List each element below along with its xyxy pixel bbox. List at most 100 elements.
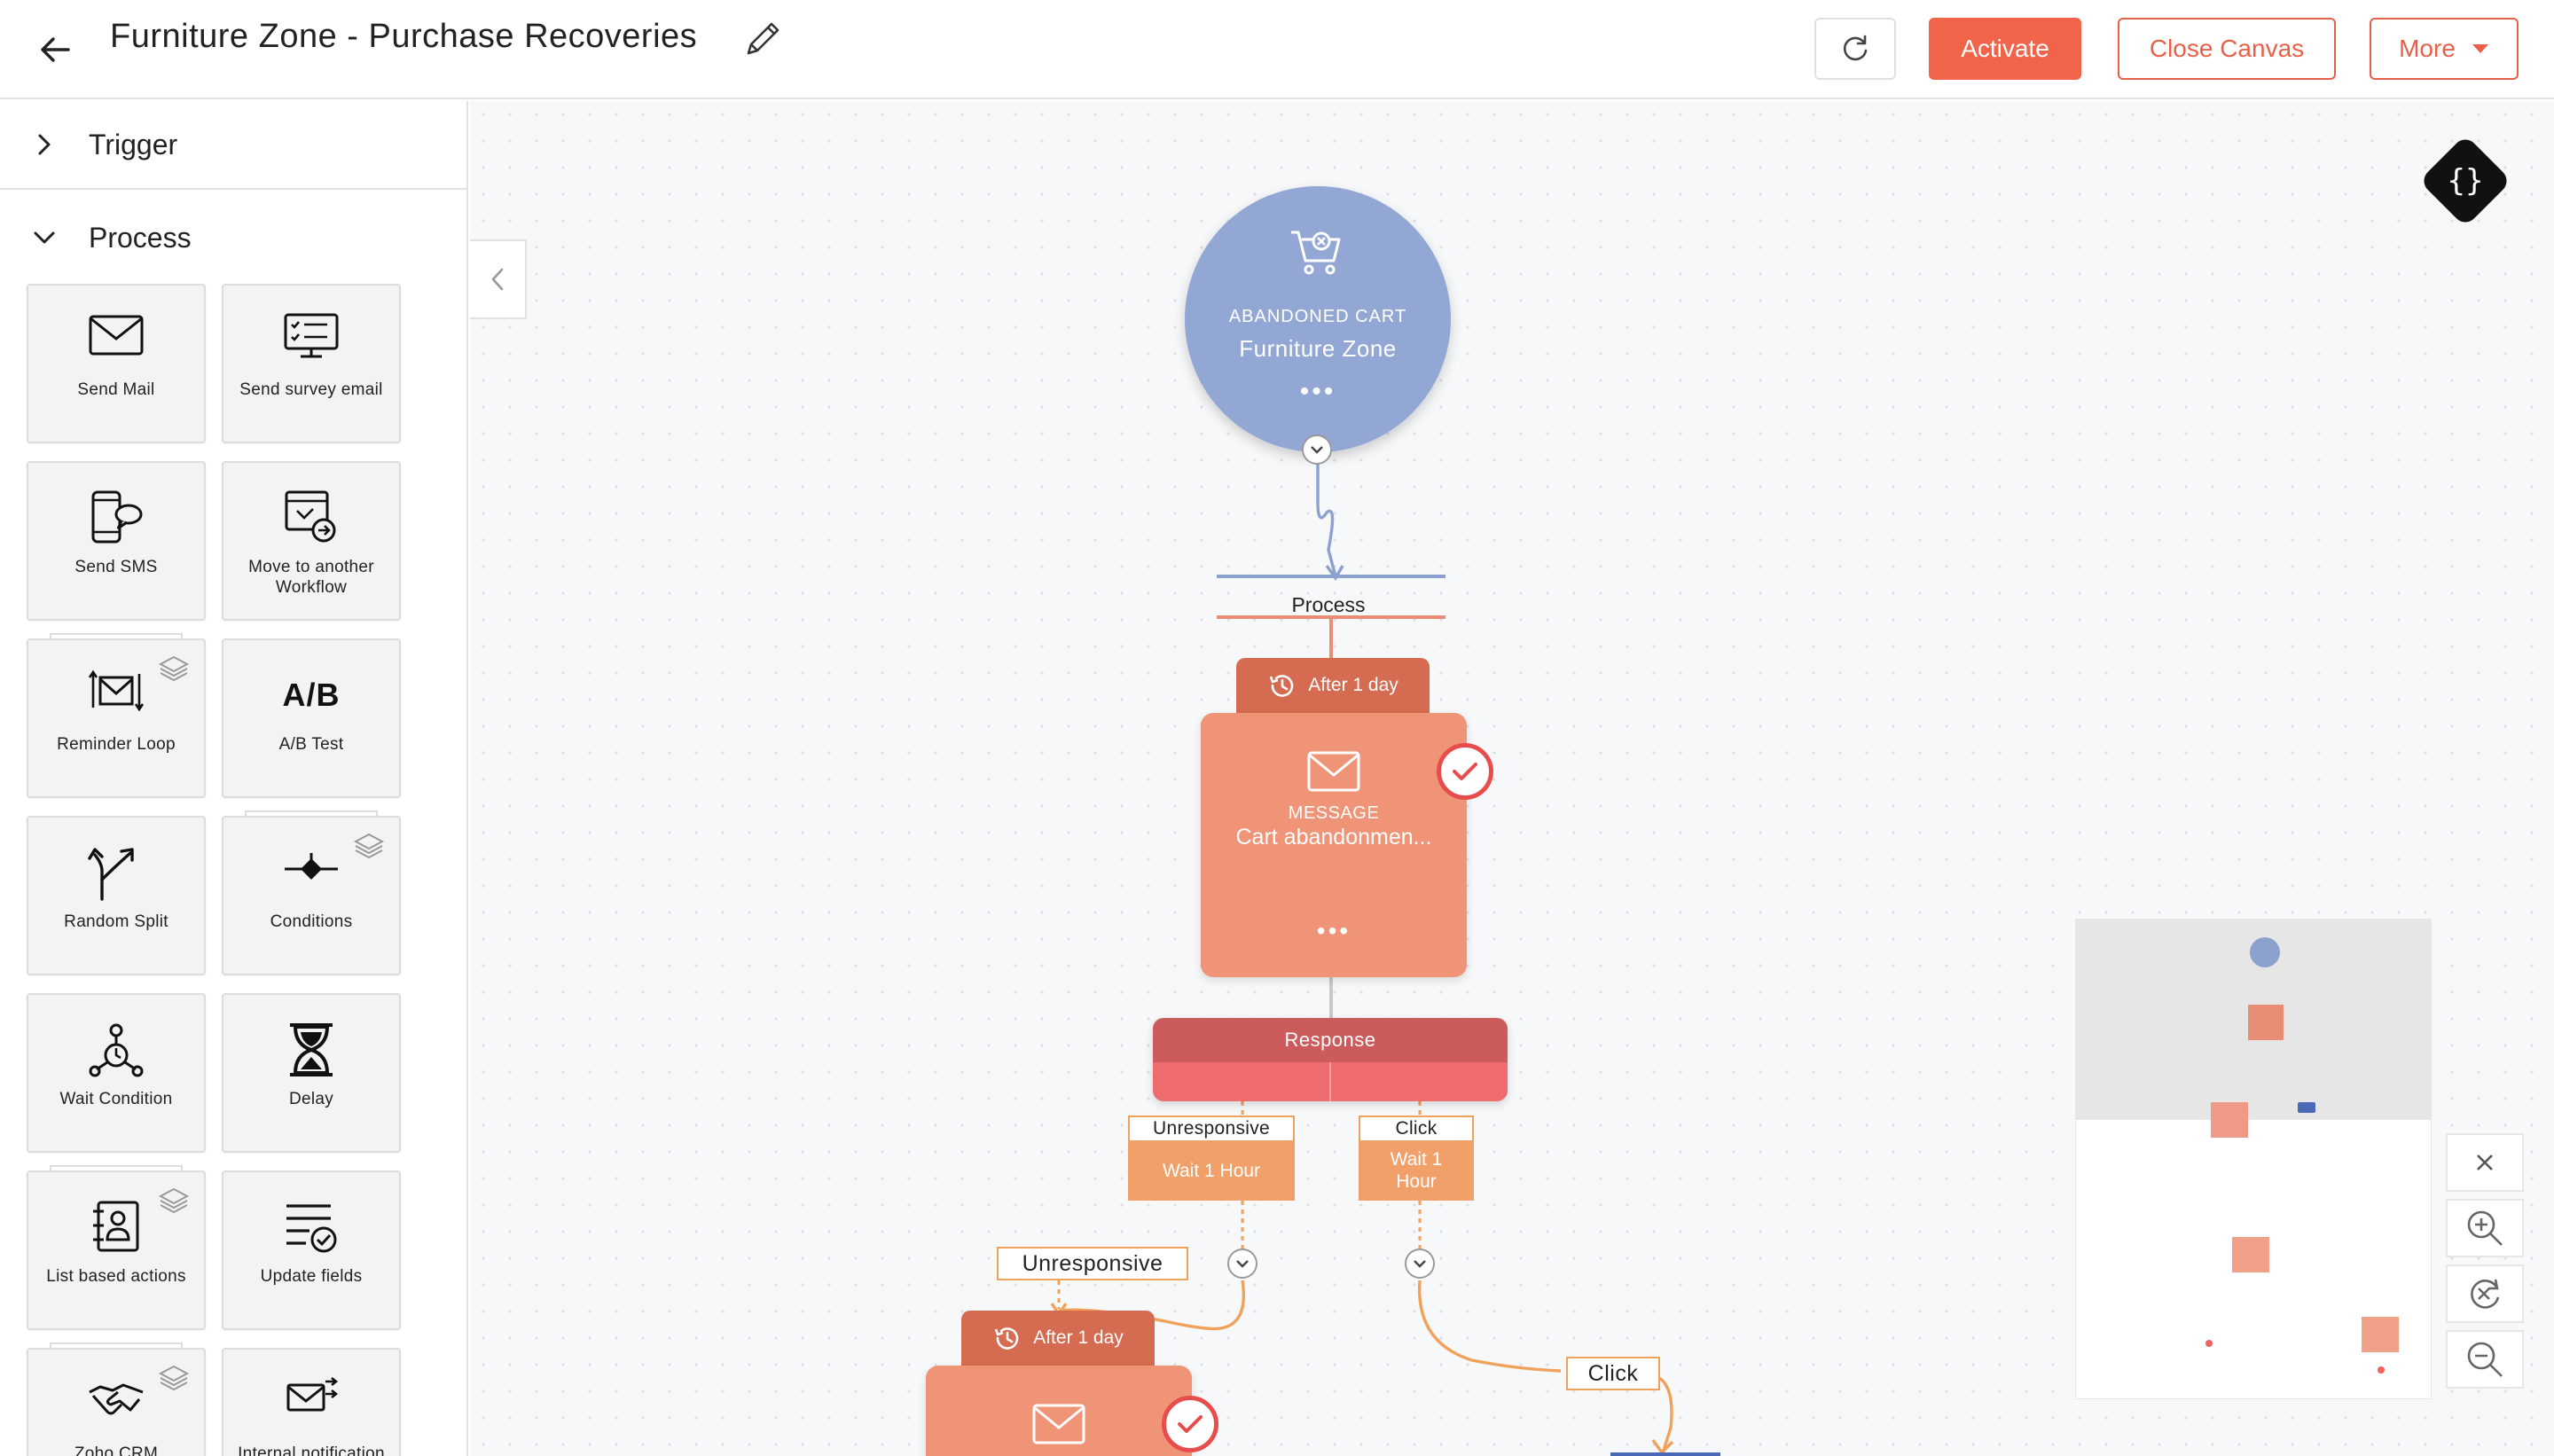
handshake-icon <box>89 1383 144 1415</box>
delay-tab-1[interactable]: After 1 day <box>1236 658 1430 713</box>
minimap-dot <box>2378 1366 2385 1374</box>
tile-label: Send SMS <box>74 558 158 576</box>
tile-label: Delay <box>288 1090 334 1108</box>
tile-update-fields[interactable]: Update fields <box>222 1170 401 1330</box>
process-label: Process <box>89 221 192 254</box>
tile-label: Move to another Workflow <box>248 558 374 597</box>
message-node-1[interactable]: MESSAGE Cart abandonmen... ••• <box>1201 713 1467 977</box>
reset-zoom-button[interactable] <box>2446 1264 2524 1323</box>
activate-button[interactable]: Activate <box>1929 18 2081 80</box>
minimap-dot <box>2205 1340 2213 1347</box>
wait-unresponsive-box[interactable]: Wait 1 Hour <box>1128 1140 1295 1201</box>
cart-remove-icon <box>1291 231 1341 275</box>
start-node-name: Furniture Zone <box>1239 335 1397 362</box>
internal-mail-icon <box>286 1376 339 1412</box>
tile-send-survey-email[interactable]: Send survey email <box>222 284 401 443</box>
layers-icon <box>158 1365 190 1390</box>
process-section-header[interactable]: Process <box>0 193 466 282</box>
history-icon <box>994 1327 1019 1350</box>
minimap-node <box>2232 1237 2269 1272</box>
pencil-icon <box>747 22 780 55</box>
unresponsive-expander[interactable] <box>1227 1249 1257 1279</box>
flow-connectors <box>1050 452 1720 1456</box>
click-expander[interactable] <box>1405 1249 1435 1279</box>
message-menu[interactable]: ••• <box>1316 917 1351 944</box>
tile-conditions[interactable]: Conditions <box>222 810 401 975</box>
response-node[interactable]: Response <box>1153 1018 1508 1101</box>
reminder-loop-icon <box>88 669 145 712</box>
start-node-menu[interactable]: ••• <box>1299 377 1336 406</box>
message-complete-badge <box>1437 743 1493 800</box>
tile-move-to-workflow[interactable]: Move to another Workflow <box>222 461 401 621</box>
tile-zoho-crm[interactable]: Zoho CRM <box>27 1342 206 1456</box>
survey-icon <box>284 313 339 358</box>
refresh-button[interactable] <box>1814 18 1896 80</box>
start-node-expander[interactable] <box>1302 434 1332 465</box>
tile-send-sms[interactable]: Send SMS <box>27 461 206 621</box>
tile-ab-test[interactable]: A/B A/B Test <box>222 638 401 798</box>
delay-tab-2[interactable]: After 1 day <box>961 1311 1155 1366</box>
tile-wait-condition[interactable]: Wait Condition <box>27 993 206 1153</box>
more-button[interactable]: More <box>2370 18 2519 80</box>
wait-click-box[interactable]: Wait 1 Hour <box>1359 1140 1474 1201</box>
collapse-sidebar-button[interactable] <box>470 239 527 319</box>
close-canvas-button[interactable]: Close Canvas <box>2118 18 2336 80</box>
tile-random-split[interactable]: Random Split <box>27 816 206 975</box>
sms-icon <box>91 490 143 544</box>
back-button[interactable] <box>32 27 78 73</box>
tile-label: Update fields <box>260 1267 363 1286</box>
chevron-down-icon <box>1236 1260 1249 1268</box>
tile-reminder-loop[interactable]: Reminder Loop <box>27 633 206 798</box>
chevron-down-icon <box>34 231 55 244</box>
zoom-in-button[interactable] <box>2446 1199 2524 1257</box>
history-icon <box>1269 675 1294 697</box>
layers-icon <box>158 1187 190 1213</box>
tile-label: A/B Test <box>278 735 344 754</box>
zoom-out-icon <box>2467 1342 2503 1377</box>
abandoned-cart-start-node[interactable]: ABANDONED CART Furniture Zone ••• <box>1185 186 1451 452</box>
arrow-left-icon <box>41 37 70 62</box>
more-label: More <box>2399 35 2456 62</box>
minimap-start-node <box>2250 937 2280 967</box>
message-complete-badge-2 <box>1162 1396 1218 1452</box>
minimap-node <box>2362 1317 2399 1352</box>
trigger-section-header[interactable]: Trigger <box>0 101 466 190</box>
reset-zoom-icon <box>2471 1279 2500 1309</box>
minimap[interactable] <box>2075 919 2432 1399</box>
tile-label: Reminder Loop <box>57 735 176 754</box>
message-name: Cart abandonmen... <box>1235 825 1432 849</box>
chevron-left-icon <box>491 268 504 291</box>
list-actions-icon <box>93 1201 139 1252</box>
edge-label-unresponsive: Unresponsive <box>997 1247 1188 1280</box>
tile-label: Random Split <box>64 912 168 931</box>
delay-label: After 1 day <box>1033 1327 1124 1348</box>
chevron-down-icon <box>1311 446 1323 454</box>
message-node-2[interactable] <box>926 1366 1192 1456</box>
tile-label: Send survey email <box>239 380 383 399</box>
ab-test-icon: A/B <box>282 677 341 713</box>
tile-delay[interactable]: Delay <box>222 993 401 1153</box>
mail-icon <box>1307 751 1360 792</box>
json-view-button[interactable]: {} <box>2418 134 2512 228</box>
minimap-message-node <box>2248 1005 2284 1040</box>
update-fields-icon <box>286 1204 337 1253</box>
branch-unresponsive-tag: Unresponsive <box>1128 1115 1295 1142</box>
close-minimap-button[interactable] <box>2446 1133 2524 1192</box>
conditions-icon <box>285 853 338 880</box>
tile-internal-notification-email[interactable]: Internal notification email <box>222 1348 401 1456</box>
tile-list-based-actions[interactable]: List based actions <box>27 1165 206 1330</box>
zoom-out-button[interactable] <box>2446 1330 2524 1389</box>
workflow-icon <box>285 490 336 543</box>
wait-condition-icon <box>89 1023 144 1077</box>
chevron-down-icon <box>1414 1260 1426 1268</box>
edit-title-button[interactable] <box>741 16 786 60</box>
check-icon <box>1453 763 1477 780</box>
response-divider <box>1329 1062 1331 1101</box>
chevron-right-icon <box>38 134 51 155</box>
top-bar: Furniture Zone - Purchase Recoveries Act… <box>0 0 2554 99</box>
layers-icon <box>353 833 385 858</box>
message-kind: MESSAGE <box>1288 803 1380 823</box>
tile-send-mail[interactable]: Send Mail <box>27 284 206 443</box>
workflow-canvas[interactable]: {} ABANDONED CART Furniture Zone ••• Pro… <box>470 101 2554 1456</box>
delay-label: After 1 day <box>1308 675 1398 695</box>
